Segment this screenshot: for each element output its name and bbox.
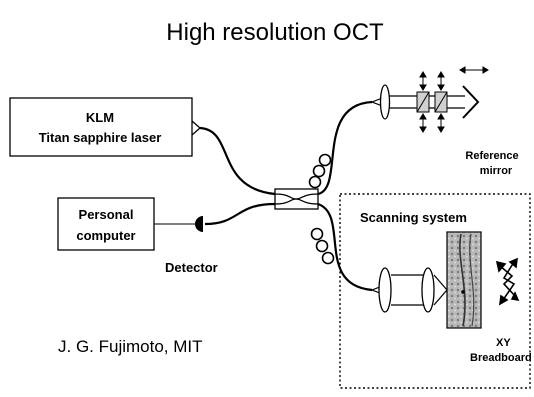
- breadboard-label-line2: Breadboard: [470, 352, 532, 364]
- prism-translation-arrows: [419, 71, 445, 133]
- scanning-system-label: Scanning system: [360, 210, 467, 225]
- sample-arm: XY Breadboard: [370, 231, 532, 364]
- diagram-title: High resolution OCT: [166, 19, 384, 46]
- xy-scan-arrows: [495, 257, 520, 306]
- breadboard-label-line1: XY: [496, 337, 511, 349]
- scanning-system-box: [339, 193, 531, 389]
- sample-lens-1: [378, 267, 392, 313]
- laser-label-line1: KLM: [86, 110, 114, 125]
- laser-label-line2: Titan sapphire laser: [39, 130, 162, 145]
- reference-label-line1: Reference: [465, 150, 518, 162]
- fiber-coupler: [274, 188, 319, 210]
- fiber-lines: [199, 100, 373, 292]
- mirror-translation-arrow: [459, 66, 489, 74]
- computer-label-line2: computer: [76, 228, 135, 243]
- tissue-image: [446, 231, 482, 329]
- computer-label-line1: Personal: [79, 207, 134, 222]
- sample-lens-2: [421, 267, 435, 313]
- reference-label-line2: mirror: [480, 165, 513, 177]
- laser-coupler: [191, 120, 201, 136]
- detector-icon: [195, 216, 203, 232]
- reference-lens: [379, 84, 391, 120]
- polarization-controller-upper: [308, 153, 332, 189]
- polarization-controller-lower: [310, 227, 335, 265]
- detector-label: Detector: [165, 260, 218, 275]
- laser-box: KLM Titan sapphire laser: [9, 97, 193, 157]
- reference-mirror: [462, 85, 480, 119]
- computer-box: Personal computer: [57, 197, 155, 251]
- credit-text: J. G. Fujimoto, MIT: [58, 337, 203, 356]
- reference-arm: Reference mirror: [370, 66, 519, 177]
